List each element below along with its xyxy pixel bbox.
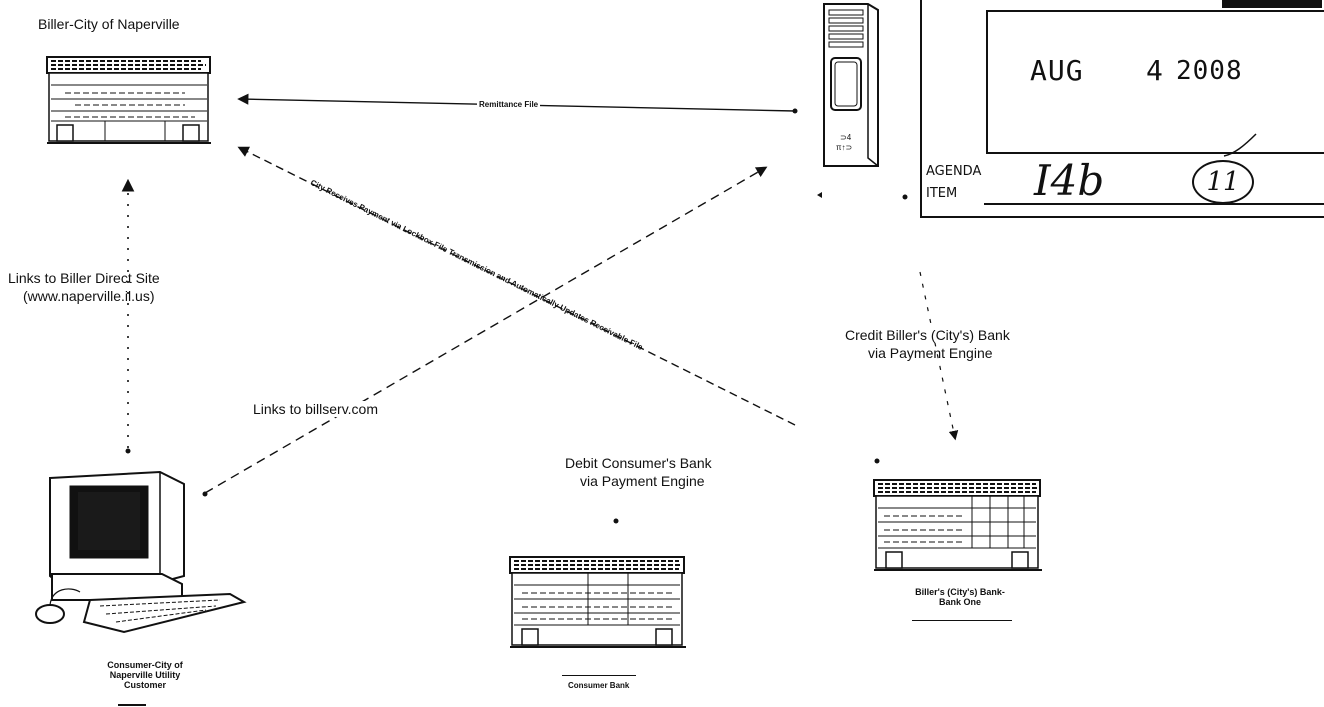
consumer-underline xyxy=(118,704,146,706)
computer-icon xyxy=(30,468,250,640)
biller-title: Biller-City of Naperville xyxy=(38,16,180,32)
stamp-agenda-label: AGENDA xyxy=(926,164,981,179)
stamp-day: 4 xyxy=(1146,54,1164,87)
credit-label-2: via Payment Engine xyxy=(868,345,993,361)
credit-label-1: Credit Biller's (City's) Bank xyxy=(845,327,1010,343)
consumer-label: Consumer-City of Naperville Utility Cust… xyxy=(95,660,195,690)
consumer-bank-rule xyxy=(562,675,636,676)
biller-direct-label-2: (www.naperville.il.us) xyxy=(23,288,154,304)
stamp-item-label: ITEM xyxy=(926,186,957,201)
biller-bank-rule xyxy=(912,620,1012,621)
billserv-arrow xyxy=(205,168,765,493)
stamp-checkmark-icon xyxy=(1222,130,1262,160)
biller-building-icon xyxy=(45,55,213,145)
stamp-header-bar xyxy=(1222,0,1322,8)
stamp-underline xyxy=(984,203,1324,205)
debit-label-2: via Payment Engine xyxy=(580,473,705,489)
server-tower-icon: ⊃4 π↑⊃ xyxy=(820,2,882,170)
svg-text:π↑⊃: π↑⊃ xyxy=(836,143,852,152)
consumer-bank-icon xyxy=(508,555,688,653)
debit-label-1: Debit Consumer's Bank xyxy=(565,455,712,471)
consumer-bank-label: Consumer Bank xyxy=(568,681,629,690)
biller-bank-icon xyxy=(872,478,1044,576)
stamp-circled-number: 11 xyxy=(1192,160,1254,204)
biller-direct-label-1: Links to Biller Direct Site xyxy=(8,270,160,286)
stamp-year: 2008 xyxy=(1176,56,1243,86)
stamp-circled-number-text: 11 xyxy=(1206,167,1239,197)
stamp-date-box: AUG 4 2008 xyxy=(986,10,1324,154)
received-stamp: AUG 4 2008 AGENDA ITEM I4b 11 xyxy=(920,0,1324,218)
remittance-label: Remittance File xyxy=(477,100,540,109)
stamp-agenda-code: I4b xyxy=(1034,156,1104,205)
stamp-month: AUG xyxy=(1030,54,1084,87)
billserv-label: Links to billserv.com xyxy=(253,401,378,417)
biller-bank-label: Biller's (City's) Bank-Bank One xyxy=(905,587,1015,607)
svg-text:⊃4: ⊃4 xyxy=(840,133,852,142)
